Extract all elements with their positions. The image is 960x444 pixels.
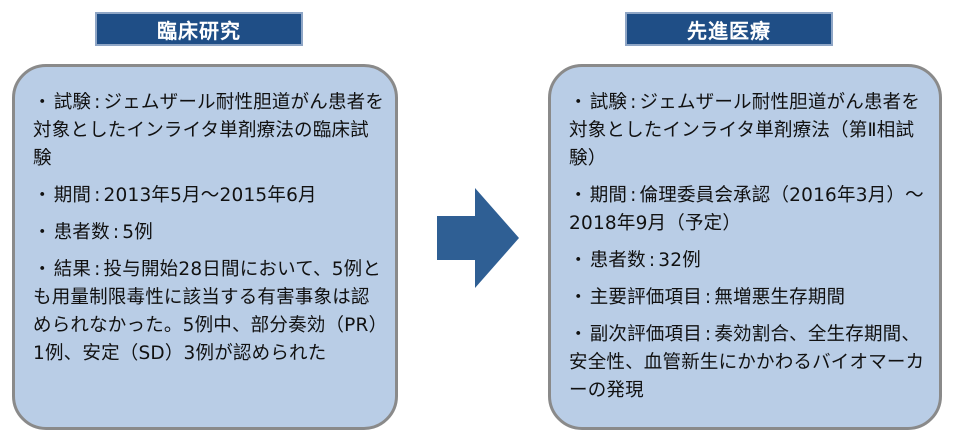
clinical-research-card: ・試験:ジェムザール耐性胆道がん患者を対象としたインライタ単剤療法の臨床試験 ・… xyxy=(12,64,398,430)
item-label: 結果 xyxy=(53,259,92,280)
item-label: 期間 xyxy=(589,185,628,206)
item-value: 2013年5月～2015年6月 xyxy=(103,185,317,206)
item-value: ジェムザール耐性胆道がん患者を対象としたインライタ単剤療法の臨床試験 xyxy=(33,92,385,169)
patient-count-item: ・患者数:32例 xyxy=(569,250,701,271)
item-value: 5例 xyxy=(122,222,153,243)
item-label: 試験 xyxy=(53,92,92,113)
item-label: 患者数 xyxy=(589,250,646,271)
item-value: ジェムザール耐性胆道がん患者を対象としたインライタ単剤療法（第Ⅱ相試験） xyxy=(569,92,921,169)
item-label: 患者数 xyxy=(53,222,110,243)
item-value: 32例 xyxy=(658,250,701,271)
trial-item: ・試験:ジェムザール耐性胆道がん患者を対象としたインライタ単剤療法の臨床試験 xyxy=(33,92,385,169)
patient-count-item: ・患者数:5例 xyxy=(33,222,153,243)
result-item: ・結果:投与開始28日間において、5例とも用量制限毒性に該当する有害事象は認めら… xyxy=(33,259,382,364)
right-arrow-icon xyxy=(437,188,519,288)
item-value: 無増悪生存期間 xyxy=(714,287,846,308)
item-value: 投与開始28日間において、5例とも用量制限毒性に該当する有害事象は認められなかっ… xyxy=(33,259,382,364)
item-value: 奏効割合、全生存期間、安全性、血管新生にかかわるバイオマーカーの発現 xyxy=(569,324,925,401)
period-item: ・期間:2013年5月～2015年6月 xyxy=(33,185,317,206)
item-label: 主要評価項目 xyxy=(589,287,702,308)
period-item: ・期間:倫理委員会承認（2016年3月）～2018年9月（予定） xyxy=(569,185,924,234)
primary-endpoint-item: ・主要評価項目:無増悪生存期間 xyxy=(569,287,846,308)
item-label: 試験 xyxy=(589,92,628,113)
item-label: 副次評価項目 xyxy=(589,324,702,345)
trial-item: ・試験:ジェムザール耐性胆道がん患者を対象としたインライタ単剤療法（第Ⅱ相試験） xyxy=(569,92,921,169)
item-value: 倫理委員会承認（2016年3月）～2018年9月（予定） xyxy=(569,185,924,234)
item-label: 期間 xyxy=(53,185,92,206)
advanced-medical-care-card: ・試験:ジェムザール耐性胆道がん患者を対象としたインライタ単剤療法（第Ⅱ相試験）… xyxy=(548,64,942,430)
clinical-research-header: 臨床研究 xyxy=(95,12,303,46)
secondary-endpoint-item: ・副次評価項目:奏効割合、全生存期間、安全性、血管新生にかかわるバイオマーカーの… xyxy=(569,324,925,401)
advanced-medical-care-header: 先進医療 xyxy=(625,12,833,46)
